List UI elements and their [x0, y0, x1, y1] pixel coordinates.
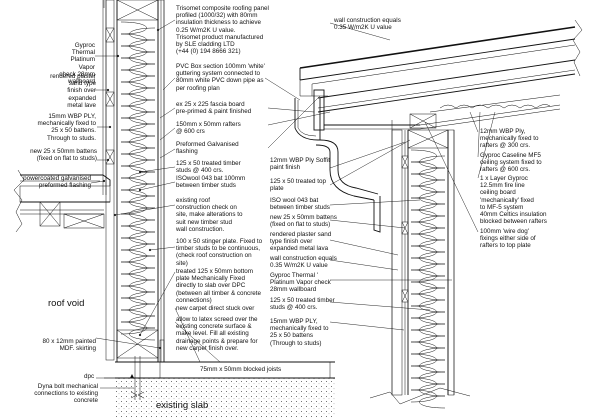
- label-rafters-150: 150mm x 50mm rafters @ 600 crs: [176, 121, 241, 136]
- label-galv-flashing: Preformed Galvanised flashing: [176, 141, 239, 156]
- label-wbp-ply-left: 15mm WBP PLY, mechanically fixed to 25 x…: [37, 113, 96, 142]
- label-pvc-box-gutter: PVC Box section 100mm 'white' guttering …: [176, 63, 265, 92]
- label-rendered-plaster-left: rendered plaster sand type finish over e…: [50, 73, 96, 109]
- left-roof-junction: [13, 169, 111, 233]
- label-new-carpet: new carpet direct stuck over: [176, 305, 255, 312]
- label-bottom-plate: treated 125 x 50mm bottom plate Mechanic…: [176, 268, 262, 304]
- label-timber-studs-right: 125 x 50 treated timber studs @ 400 crs.: [270, 297, 335, 312]
- floor-slab: [104, 339, 335, 418]
- leader-lines: [90, 19, 496, 389]
- label-gyproc-thermal-left: Gyproc Thermal Platinum Vapor check 28mm…: [59, 42, 95, 86]
- label-gyproc-caseline: Gyproc Caseline MF5 ceiling system fixed…: [480, 152, 542, 174]
- label-existing-roof: existing roof construction check on site…: [176, 197, 243, 233]
- label-iso-wool-bat: ISO wool 043 bat between timber studs: [270, 197, 330, 212]
- label-dyna-bolt: Dyna bolt mechanical connections to exis…: [34, 383, 98, 405]
- insulation-pattern: [410, 149, 446, 409]
- label-ply-rafters: 12mm WBP Ply, mechanically fixed to raft…: [480, 128, 539, 150]
- label-top-plate: 125 x 50 treated top plate: [270, 178, 327, 193]
- label-dpc: dpc: [84, 373, 95, 380]
- insulation-pattern: [120, 21, 156, 341]
- label-existing-slab: existing slab: [156, 400, 209, 411]
- label-rendered-plaster-right: rendered plaster sand type finish over e…: [270, 231, 332, 253]
- label-trisomet-panel: Trisomet composite roofing panel profile…: [176, 5, 269, 56]
- label-wbp-ply-right: 15mm WBP PLY, mechanically fixed to 25 x…: [270, 318, 329, 347]
- label-layer-gyproc: 1 x Layer Gyproc 12.5mm fire line ceilin…: [480, 175, 547, 226]
- label-wall-u-value-2: wall construction equals 0.35 W/m2K U va…: [270, 255, 337, 270]
- label-powercoated-flashing: powercoated galvanised preformed flashin…: [23, 175, 91, 190]
- label-wbp-ply-soffit: 12mm WBP Ply Soffit paint finish: [270, 157, 330, 172]
- label-fascia-board: ex 25 x 225 fascia board pre-primed & pa…: [176, 101, 252, 116]
- label-mdf-skirting: 80 x 12mm painted MDF. skirting: [42, 338, 96, 353]
- label-isowool-left: ISOwool 043 bat 100mm between timber stu…: [176, 175, 246, 190]
- left-wall-section: [102, 0, 165, 363]
- label-roof-void: roof void: [48, 298, 85, 309]
- right-roof: [294, 19, 583, 233]
- label-stinger-plate: 100 x 50 stinger plate. Fixed to timber …: [176, 238, 263, 267]
- label-gyproc-thermal-right: Gyproc Thermal ' Platinum Vapor check 28…: [270, 272, 331, 294]
- section-markers: [103, 0, 393, 130]
- label-wire-dog: 100mm 'wire dog' fixings either side of …: [480, 228, 536, 250]
- label-blocked-joists: 75mm x 50mm blocked joists: [200, 366, 282, 373]
- label-new-battens-left: new 25 x 50mm battens (fixed on flat to …: [30, 148, 97, 163]
- label-wall-u-value: wall construction equals 0.35 W/m2K U va…: [334, 17, 401, 32]
- right-wall-section: [369, 129, 471, 409]
- label-latex-screed: allow to latex screed over the existing …: [176, 316, 258, 352]
- label-timber-studs-left: 125 x 50 treated timber studs @ 400 crs.: [176, 160, 241, 175]
- label-new-battens-right: new 25 x 50mm battens (fixed on flat to …: [270, 214, 337, 229]
